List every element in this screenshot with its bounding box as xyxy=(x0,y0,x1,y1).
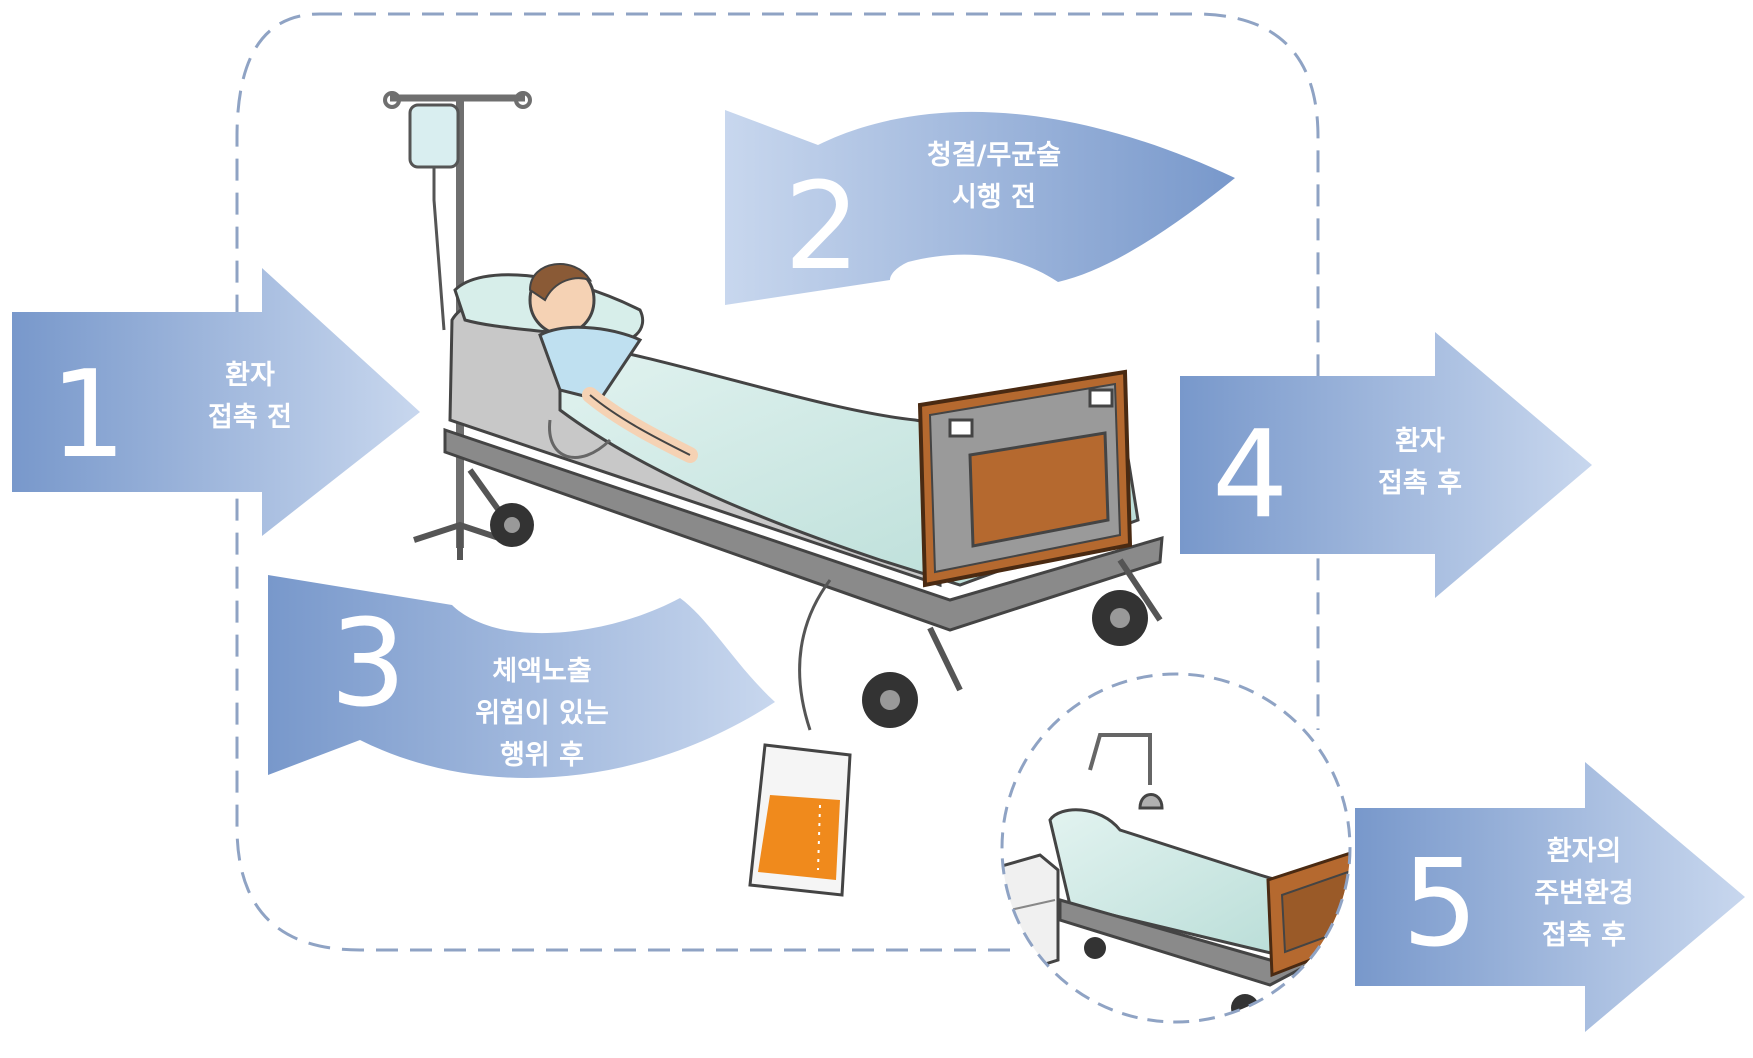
step-3-arrow: 3 체액노출 위험이 있는 행위 후 xyxy=(268,575,775,778)
step-4-arrow: 4 환자 접촉 후 xyxy=(1180,332,1592,598)
step-1-number: 1 xyxy=(50,346,126,485)
step-3-label-line-3: 행위 후 xyxy=(500,740,584,771)
step-4-number: 4 xyxy=(1212,406,1288,545)
step-4-label-line-2: 접촉 후 xyxy=(1378,468,1462,499)
patient-environment-circle xyxy=(995,674,1365,1022)
step-5-label-line-1: 환자의 xyxy=(1547,836,1622,867)
step-2-label-line-1: 청결/무균술 xyxy=(927,140,1061,171)
step-5-number: 5 xyxy=(1402,835,1478,974)
step-1-label-line-1: 환자 xyxy=(225,360,275,391)
step-3-label-line-2: 위험이 있는 xyxy=(475,698,609,729)
step-4-label-line-1: 환자 xyxy=(1395,426,1445,457)
step-3-number: 3 xyxy=(330,595,406,734)
step-2-label-line-2: 시행 전 xyxy=(952,182,1036,213)
step-1-arrow: 1 환자 접촉 전 xyxy=(12,268,420,536)
step-2-number: 2 xyxy=(784,158,860,297)
urine-bag-icon xyxy=(750,745,850,895)
step-1-label-line-2: 접촉 전 xyxy=(208,402,292,433)
step-2-arrow: 2 청결/무균술 시행 전 xyxy=(725,110,1235,305)
step-5-label-line-3: 접촉 후 xyxy=(1542,920,1626,951)
step-5-label-line-2: 주변환경 xyxy=(1534,878,1633,909)
step-5-arrow: 5 환자의 주변환경 접촉 후 xyxy=(1355,762,1745,1032)
step-3-label-line-1: 체액노출 xyxy=(492,656,591,687)
